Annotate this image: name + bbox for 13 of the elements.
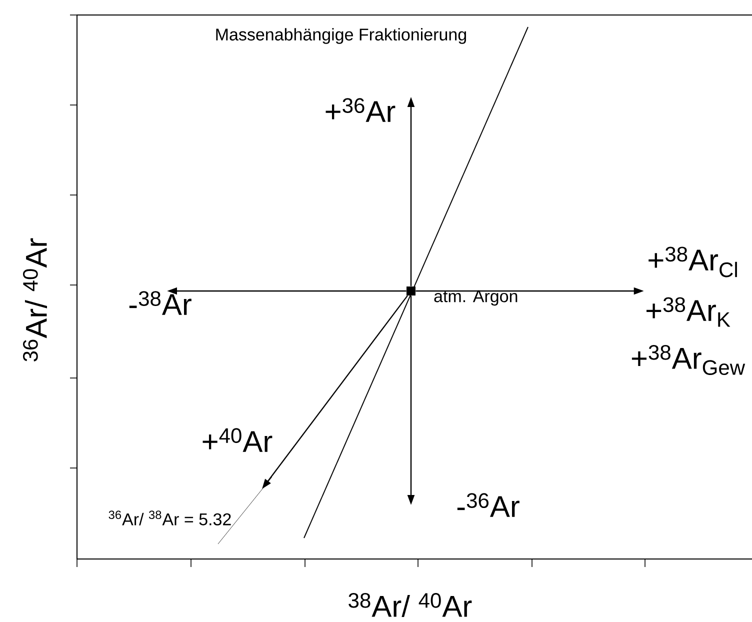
isotope-label: +$^{36}$Ar: [326, 98, 396, 122]
axis-title: $^{38}$Ar/ $^{40}$Ar: [348, 593, 472, 617]
axis-title: $^{36}$Ar/ $^{40}$Ar: [23, 238, 47, 362]
data-point: [406, 286, 416, 296]
isotope-label: -$^{36}$Ar: [457, 493, 520, 517]
isotope-label: -$^{38}$Ar: [129, 291, 192, 315]
isotope-label: +$^{38}$Ar$_{K}$: [646, 297, 730, 327]
isotope-label: +$^{40}$Ar: [202, 428, 272, 452]
point-label: atm. Argon: [434, 290, 518, 306]
isotope-label: +$^{38}$Ar$_{Cl}$: [648, 246, 737, 278]
curve-label: Massenabhängige Fraktionierung: [216, 28, 466, 44]
isotope-label: +$^{38}$Ar$_{Gew}$: [632, 345, 746, 375]
ratio-label: $^{36}$Ar/ $^{38}$Ar = 5.32: [108, 510, 231, 526]
